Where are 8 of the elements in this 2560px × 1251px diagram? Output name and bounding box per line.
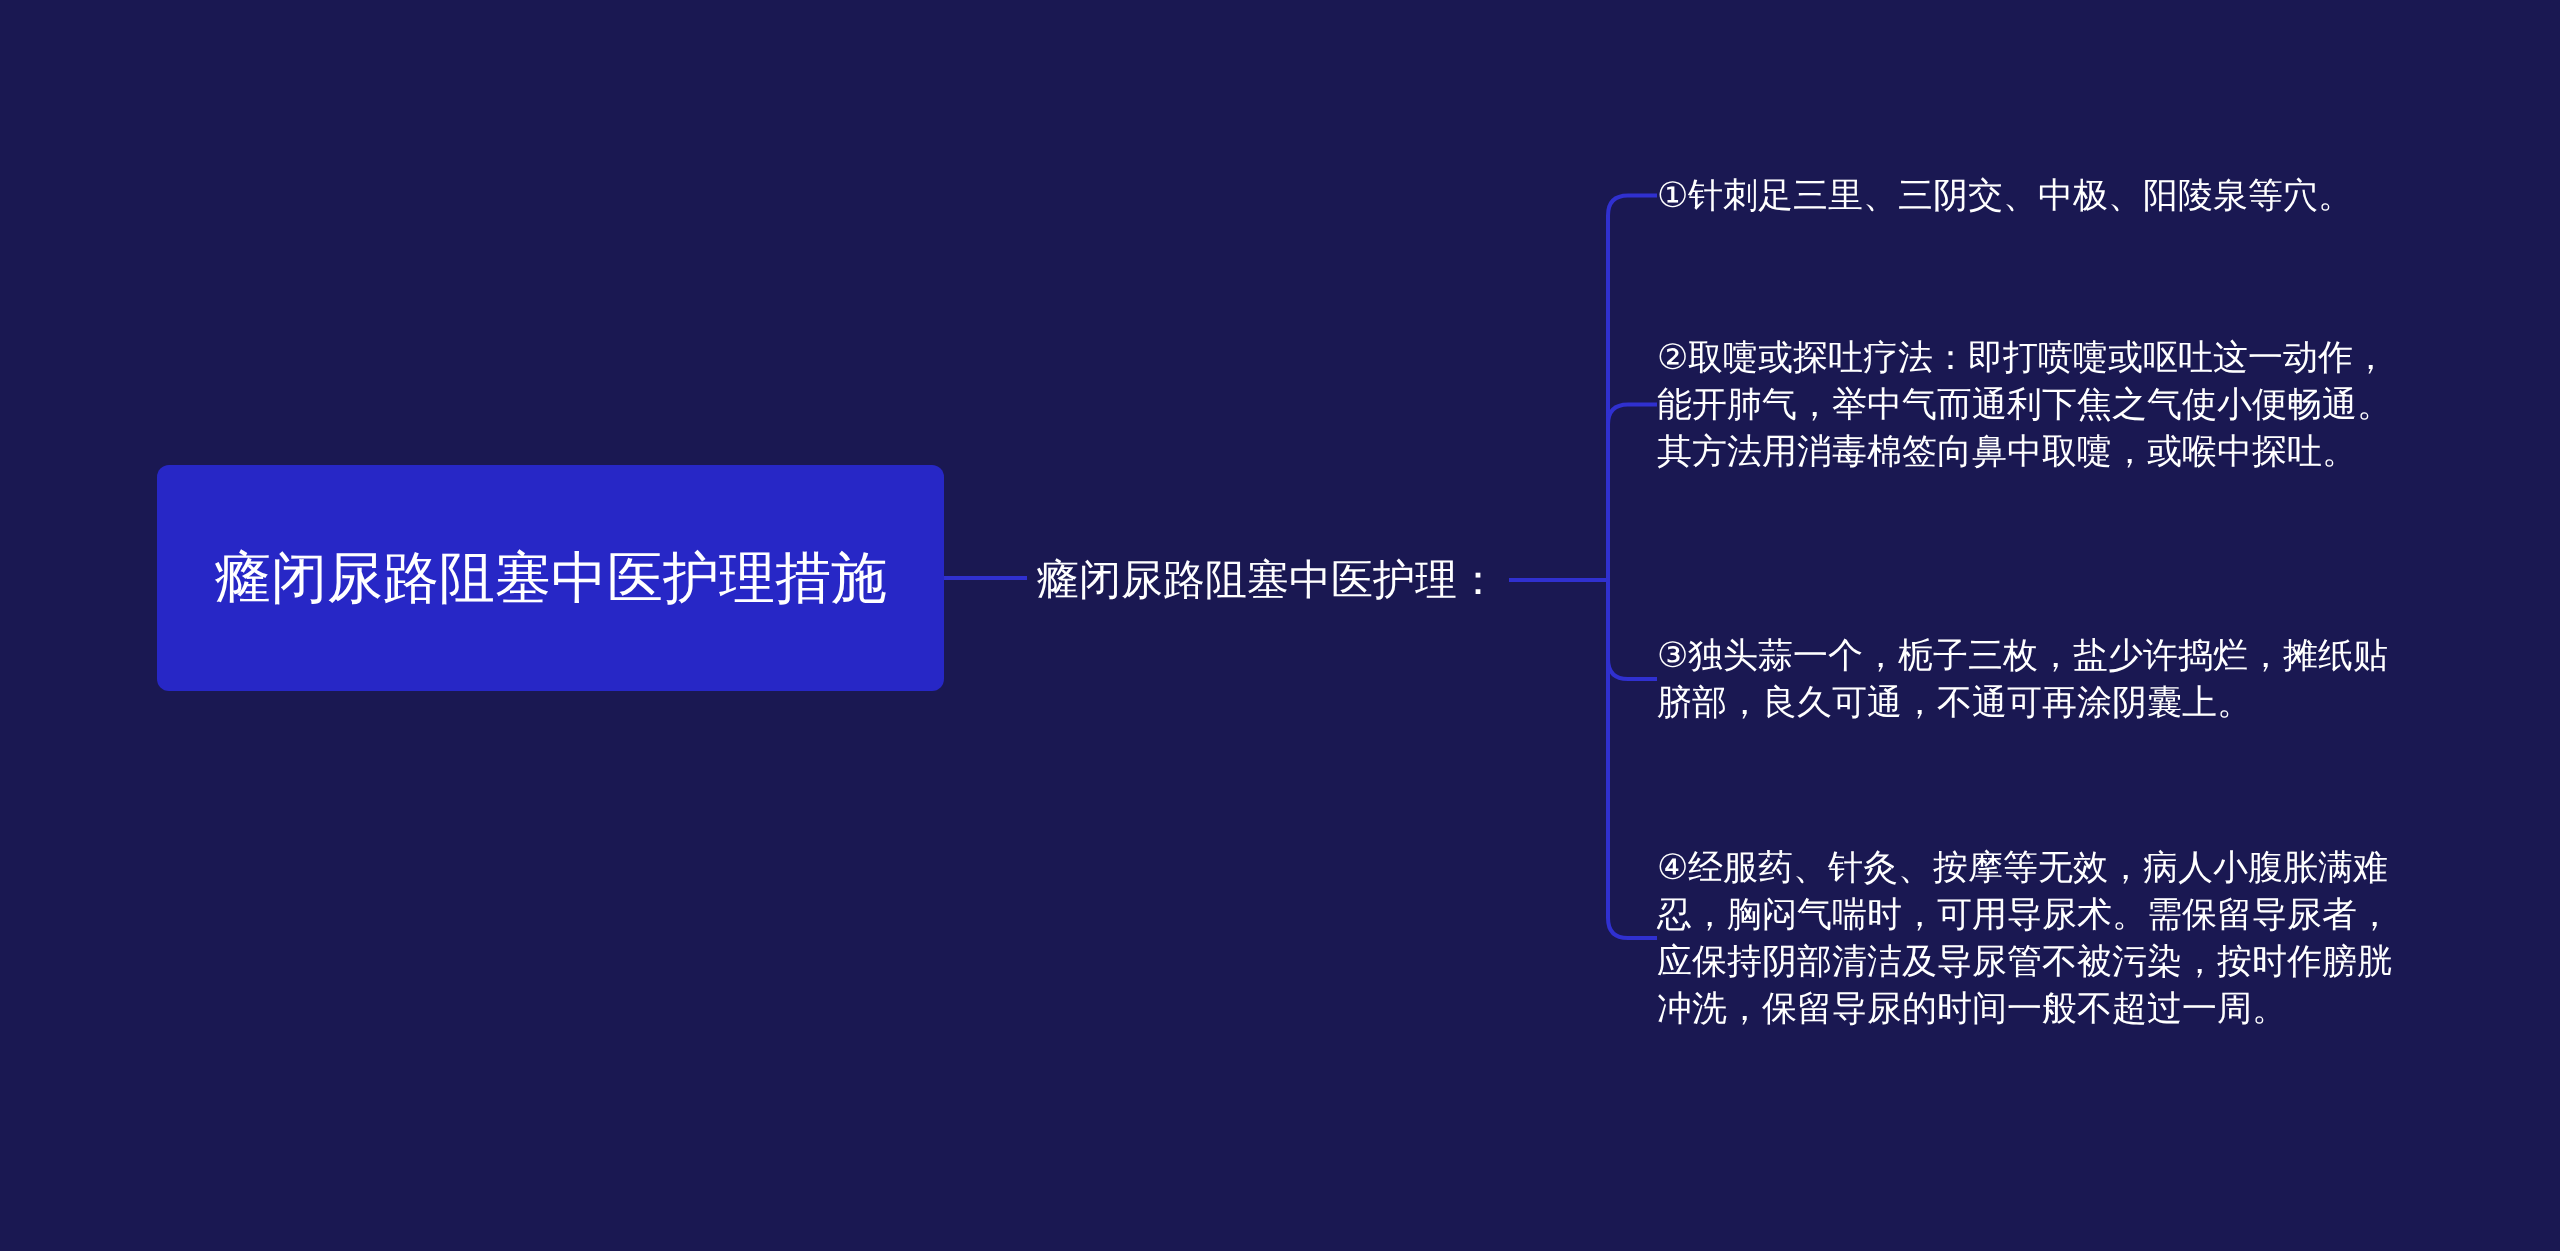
leaf-text: ④经服药、针灸、按摩等无效，病人小腹胀满难忍，胸闷气喘时，可用导尿术。需保留导尿者，应保持阴部清洁及导尿管不被污染，按时作膀胱冲洗，保留导尿的时间一般不超过一周。 (1657, 844, 2397, 1032)
leaf-text: ③独头蒜一个，栀子三枚，盐少许捣烂，摊纸贴脐部，良久可通，不通可再涂阴囊上。 (1657, 632, 2397, 726)
connector-line (1509, 578, 1657, 940)
leaf-text: ①针刺足三里、三阴交、中极、阳陵泉等穴。 (1657, 172, 2397, 219)
connector-line (944, 576, 1027, 580)
leaf-text: ②取嚏或探吐疗法：即打喷嚏或呕吐这一动作，能开肺气，举中气而通利下焦之气使小便畅通。其方法用消毒棉签向鼻中取嚏，或喉中探吐。 (1657, 334, 2397, 475)
branch-label: 癃闭尿路阻塞中医护理： (1027, 548, 1509, 612)
root-box: 癃闭尿路阻塞中医护理措施 (157, 465, 944, 691)
